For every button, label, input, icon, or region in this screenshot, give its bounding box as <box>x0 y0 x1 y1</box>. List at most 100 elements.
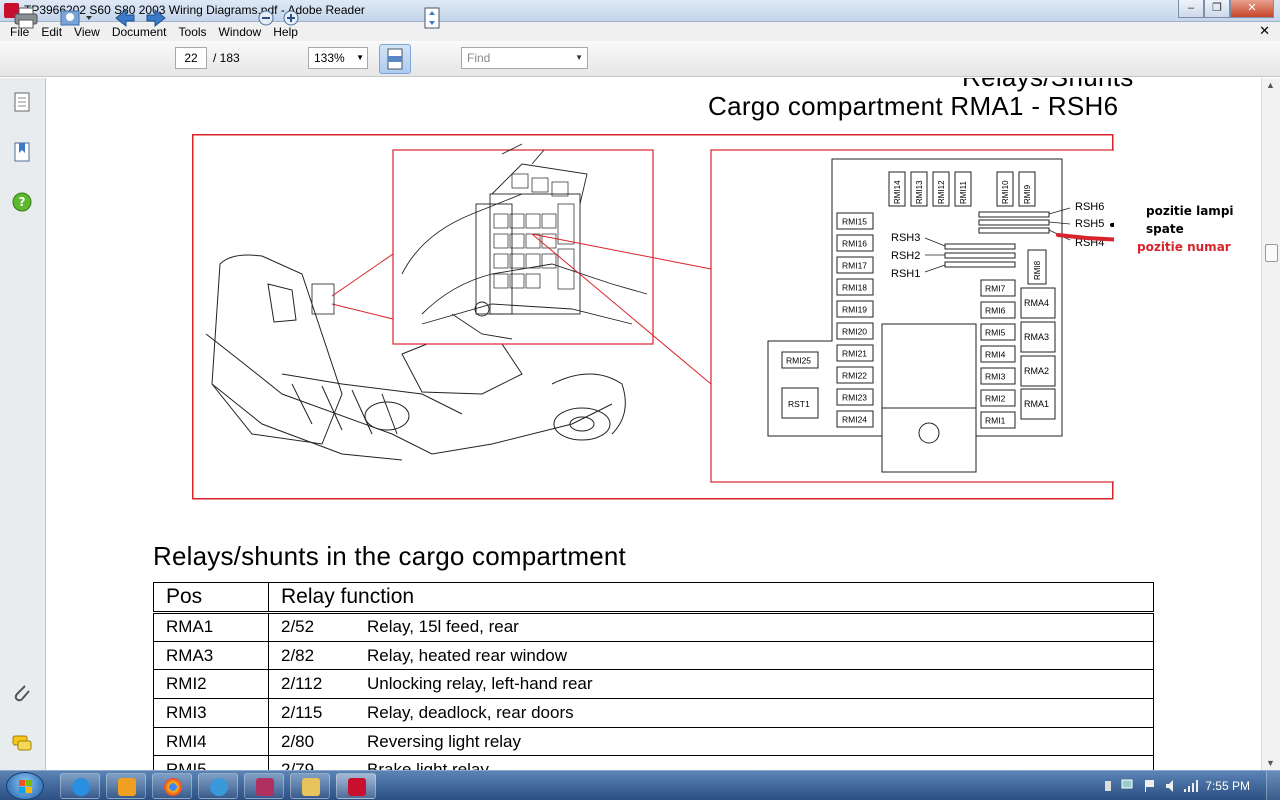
cell-function-text: Unlocking relay, left-hand rear <box>367 674 593 694</box>
chevron-down-icon: ▼ <box>575 53 583 62</box>
page-number-input[interactable]: 22 <box>175 47 207 69</box>
menu-tools[interactable]: Tools <box>178 24 207 39</box>
share-button[interactable] <box>56 6 96 30</box>
maximize-button[interactable]: ❐ <box>1204 0 1230 18</box>
scrollbar-thumb[interactable] <box>1265 244 1278 262</box>
shunt-label: RSH2 <box>891 250 920 262</box>
cell-code: 2/115 <box>281 702 323 722</box>
relay-label: RMI20 <box>842 327 867 337</box>
taskbar-clock[interactable]: 7:55 PM <box>1205 779 1250 793</box>
volume-icon[interactable] <box>1164 778 1178 794</box>
relay-label: RMI25 <box>786 356 811 366</box>
cell-function: 2/82 Relay, heated rear window <box>268 640 1154 671</box>
close-document-button[interactable]: ✕ <box>1259 23 1270 38</box>
menu-help[interactable]: Help <box>273 24 298 39</box>
find-placeholder: Find <box>467 51 491 65</box>
comments-icon[interactable] <box>11 732 33 754</box>
left-relays: RMI15 RMI16 RMI17 RMI18 RMI19 RMI20 RMI2… <box>836 212 874 428</box>
relay-label: RMA1 <box>1024 399 1049 409</box>
taskbar-chrome[interactable] <box>152 773 192 799</box>
start-button[interactable] <box>6 772 44 800</box>
relay-label: RMI7 <box>985 284 1006 294</box>
shunts-lower: RSH3 RSH2 RSH1 <box>891 232 1016 280</box>
taskbar-winrar[interactable] <box>244 773 284 799</box>
taskbar-explorer[interactable] <box>290 773 330 799</box>
vertical-scrollbar[interactable]: ▲ ▼ <box>1261 78 1280 770</box>
relay-label: RMI8 <box>1033 260 1042 280</box>
cell-code: 2/79 <box>281 760 315 770</box>
taskbar-media-player[interactable] <box>106 773 146 799</box>
cell-function-text: Reversing light relay <box>367 731 522 751</box>
title-bar: TP3966202 S60 S80 2003 Wiring Diagrams.p… <box>0 0 1280 22</box>
menu-document[interactable]: Document <box>111 24 167 39</box>
archive-icon <box>256 778 274 796</box>
menu-window[interactable]: Window <box>218 24 262 39</box>
taskbar-network-app[interactable] <box>198 773 238 799</box>
annotation-red: pozitie numar <box>1137 240 1231 254</box>
relay-label: RMI1 <box>985 416 1006 426</box>
document-view[interactable]: Relays/Shunts Cargo compartment RMA1 - R… <box>47 78 1261 770</box>
zoom-out-button[interactable] <box>256 6 276 30</box>
relay-label: RMA3 <box>1024 332 1049 342</box>
relay-label: RMI24 <box>842 415 867 425</box>
scroll-up-icon[interactable]: ▲ <box>1266 80 1275 90</box>
show-desktop-button[interactable] <box>1266 771 1280 800</box>
taskbar-internet-explorer[interactable] <box>60 773 100 799</box>
close-button[interactable]: ✕ <box>1230 0 1274 18</box>
red-annotation-stroke <box>1056 233 1114 242</box>
page-title: Cargo compartment RMA1 - RSH6 <box>708 91 1119 121</box>
annotation-black-line2: spate <box>1146 222 1184 236</box>
help-icon[interactable]: ? <box>11 191 33 213</box>
taskbar-adobe-reader[interactable] <box>336 773 376 799</box>
relay-label: RMI23 <box>842 393 867 403</box>
previous-page-button[interactable] <box>113 6 137 30</box>
menu-edit[interactable]: Edit <box>41 24 63 39</box>
attachments-icon[interactable] <box>11 682 33 704</box>
top-relays: RMI14 RMI13 RMI12 RMI11 RMI10 RMI9 <box>888 171 1036 207</box>
window-controls: – ❐ ✕ <box>1178 0 1274 18</box>
zoom-in-button[interactable] <box>281 6 301 30</box>
signal-icon[interactable] <box>1182 778 1198 794</box>
shunt-label: RSH5 <box>1075 218 1104 230</box>
relay-label: RMI10 <box>1001 180 1010 204</box>
usb-icon[interactable] <box>1101 779 1115 793</box>
car-illustration <box>205 243 626 461</box>
flag-icon[interactable] <box>1142 778 1156 794</box>
right-large-relays: RMA4 RMA3 RMA2 RMA1 <box>1020 287 1056 420</box>
cell-pos: RMI2 <box>153 669 269 700</box>
shunt-label: RSH3 <box>891 232 920 244</box>
relay-label: RMA2 <box>1024 366 1049 376</box>
network-icon[interactable] <box>1120 778 1134 794</box>
pages-icon[interactable] <box>11 91 33 113</box>
find-input[interactable]: Find ▼ <box>461 47 588 69</box>
print-button[interactable] <box>12 6 40 30</box>
fit-page-icon <box>424 7 440 29</box>
fit-width-icon <box>387 48 403 70</box>
printer-icon <box>14 7 38 29</box>
relay-label: RMI5 <box>985 328 1006 338</box>
zoom-level-select[interactable]: 133% ▼ <box>308 47 368 69</box>
relay-label: RMI14 <box>893 180 902 204</box>
scroll-down-icon[interactable]: ▼ <box>1266 758 1275 768</box>
fit-page-button[interactable] <box>421 6 443 30</box>
annotation-black: pozitie lampi spate <box>1146 202 1234 238</box>
next-page-button[interactable] <box>144 6 168 30</box>
menu-view[interactable]: View <box>74 24 100 39</box>
cell-function-text: Relay, heated rear window <box>367 645 568 665</box>
adobe-reader-icon <box>348 778 366 796</box>
leader-line <box>531 233 712 385</box>
globe-icon <box>210 778 228 796</box>
bookmarks-icon[interactable] <box>11 141 33 163</box>
collaborate-icon <box>60 10 92 26</box>
relay-label: RMI13 <box>915 180 924 204</box>
system-tray: 7:55 PM <box>860 771 1280 800</box>
folder-icon <box>302 778 320 796</box>
cell-code: 2/82 <box>281 645 315 665</box>
minimize-button[interactable]: – <box>1178 0 1204 18</box>
black-annotation-stroke <box>1110 222 1114 227</box>
